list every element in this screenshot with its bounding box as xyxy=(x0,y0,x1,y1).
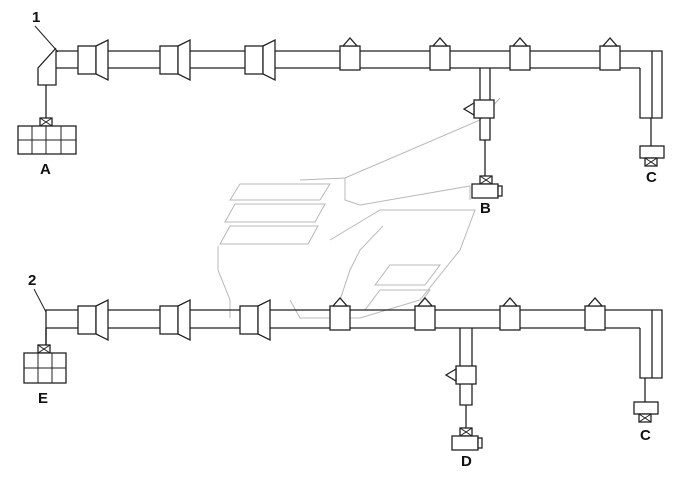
branch-clip xyxy=(473,99,495,119)
connector-c: C xyxy=(633,378,659,444)
harness-clip xyxy=(329,297,606,331)
harness-trunk xyxy=(55,50,653,118)
callout-label: 1 xyxy=(32,9,40,26)
connector-label: A xyxy=(40,161,51,178)
connector-e: E xyxy=(23,328,67,407)
connector-label: D xyxy=(461,453,472,470)
connector-a: A xyxy=(17,85,77,178)
leader-line xyxy=(33,288,47,313)
harness-2: 2 xyxy=(23,272,663,470)
connector-b: B xyxy=(471,175,503,217)
connector-c: C xyxy=(639,118,665,186)
harness-trunk xyxy=(45,309,653,378)
leader-line xyxy=(34,25,59,53)
sleeve-grommet xyxy=(77,298,271,342)
connector-d: D xyxy=(451,427,483,470)
harness-1: 1 xyxy=(17,9,665,217)
connector-label: C xyxy=(640,427,651,444)
harness-clip xyxy=(339,37,621,71)
callout-label: 2 xyxy=(28,272,36,289)
connector-label: B xyxy=(480,200,491,217)
harness-trunk-lower xyxy=(37,47,57,86)
connector-label: C xyxy=(646,169,657,186)
sleeve-grommet xyxy=(77,38,276,82)
watermark-logo xyxy=(217,97,501,319)
branch-clip xyxy=(455,365,477,385)
connector-label: E xyxy=(38,390,48,407)
